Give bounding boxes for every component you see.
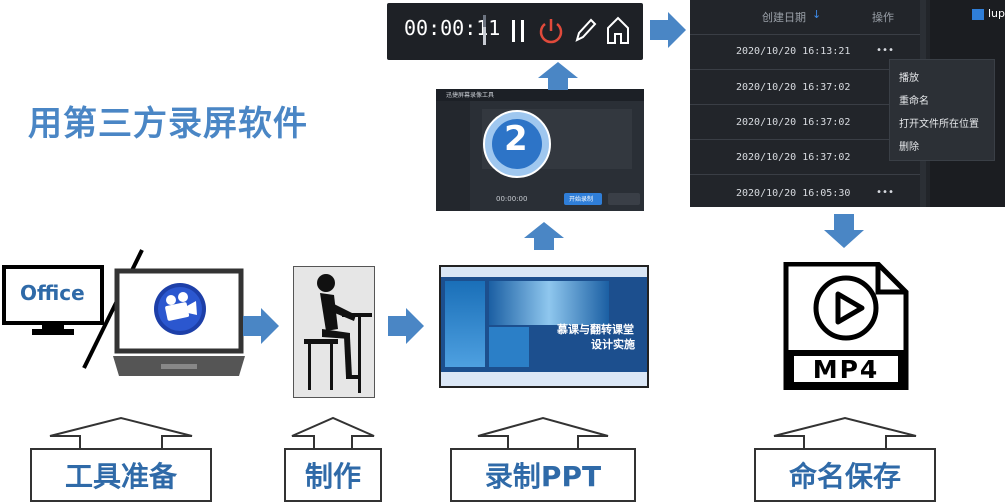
start-record-button[interactable]: 开始录制 (564, 193, 602, 205)
row-menu-icon[interactable]: ••• (876, 187, 895, 198)
list-header-date[interactable]: 创建日期 (762, 11, 806, 24)
step-save-label: 命名保存 (754, 448, 936, 502)
list-header-ops: 操作 (872, 11, 894, 24)
app-logo (972, 9, 984, 20)
arrow-down (824, 214, 864, 248)
menu-item-open-location[interactable]: 打开文件所在位置 (899, 119, 979, 130)
start-record-label: 开始录制 (569, 196, 594, 203)
table-row[interactable]: 2020/10/20 16:13:21 (736, 46, 851, 57)
ppt-slide: 慕课与翻转课堂 设计实施 (439, 265, 649, 388)
ppt-heading-2: 设计实施 (591, 338, 635, 351)
arrow-up (524, 222, 564, 250)
sort-arrow-icon[interactable]: ↓ (812, 8, 822, 21)
office-label: Office (20, 281, 85, 305)
step-tools-label: 工具准备 (30, 448, 212, 502)
video-camera-icon (154, 283, 206, 335)
ppt-heading-1: 慕课与翻转课堂 (557, 323, 634, 336)
mp4-label: MP4 (812, 355, 880, 384)
recorder-window-title: 迅捷屏幕录像工具 (446, 92, 495, 99)
step-record-label: 录制PPT (450, 448, 636, 502)
home-icon[interactable] (604, 14, 632, 46)
screen-recorder-window: 迅捷屏幕录像工具 2 00:00:00 开始录制 (436, 89, 644, 211)
step-make-label: 制作 (284, 448, 382, 502)
monitor-icon (2, 265, 104, 335)
step-tools: 工具准备 (30, 416, 212, 502)
arrow-right (388, 308, 424, 344)
table-row[interactable]: 2020/10/20 16:37:02 (736, 117, 851, 128)
laptop (113, 268, 245, 378)
table-row[interactable]: 2020/10/20 16:37:02 (736, 152, 851, 163)
menu-item-rename[interactable]: 重命名 (899, 96, 929, 107)
context-menu: 播放 重命名 打开文件所在位置 删除 (889, 59, 995, 161)
step-record: 录制PPT (450, 416, 636, 502)
step-save: 命名保存 (754, 416, 936, 502)
volume-level-icon (483, 15, 486, 45)
office-monitor: Office (2, 265, 106, 337)
pause-icon[interactable] (508, 18, 528, 44)
mp4-file-icon: MP4 (782, 261, 910, 391)
step-make: 制作 (284, 416, 382, 502)
pen-icon[interactable] (572, 16, 598, 46)
countdown-badge (483, 110, 551, 178)
person-at-desk-illustration (293, 266, 375, 398)
menu-item-play[interactable]: 播放 (899, 73, 919, 84)
countdown-number: 2 (504, 119, 528, 159)
arrow-up (538, 62, 578, 90)
arrow-right (243, 308, 279, 344)
menu-item-delete[interactable]: 删除 (899, 142, 919, 153)
right-label: lupi (988, 7, 1005, 20)
row-menu-icon[interactable]: ••• (876, 45, 895, 56)
table-row[interactable]: 2020/10/20 16:05:30 (736, 188, 851, 199)
page-title: 用第三方录屏软件 (28, 104, 308, 144)
stop-power-icon[interactable] (537, 16, 565, 46)
arrow-right (650, 12, 686, 48)
table-row[interactable]: 2020/10/20 16:37:02 (736, 82, 851, 93)
recorder-timer: 00:00:00 (496, 195, 528, 203)
